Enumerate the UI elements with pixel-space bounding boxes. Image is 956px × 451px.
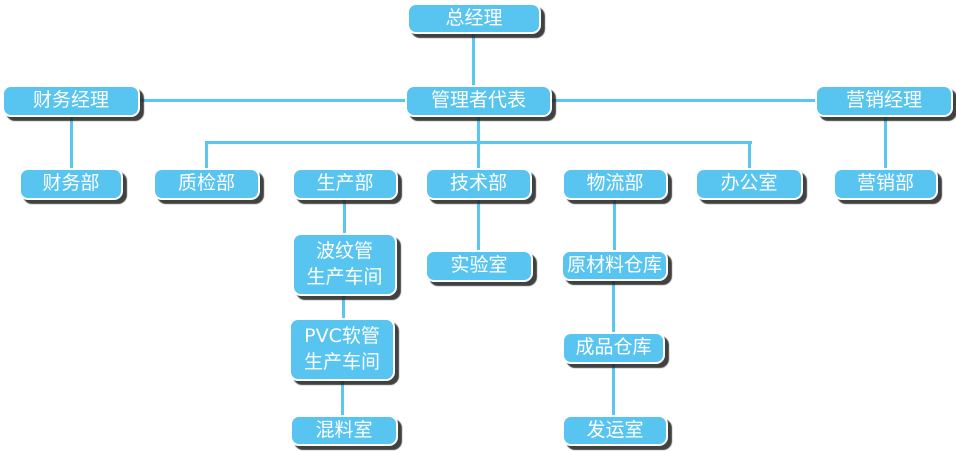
node-label: 质检部: [177, 172, 235, 195]
node-label: 总经理: [445, 6, 503, 29]
node-finance-dept: 财务部: [19, 168, 123, 200]
node-label: 营销经理: [845, 89, 922, 112]
node-office: 办公室: [695, 168, 803, 200]
node-label: 管理者代表: [430, 89, 526, 112]
connector-finance-mgr-to-dept: [70, 117, 73, 168]
node-laboratory: 实验室: [425, 250, 533, 282]
connector-branch-horizontal: [205, 141, 752, 144]
node-technical-dept: 技术部: [425, 168, 532, 200]
node-label: 财务部: [42, 172, 100, 195]
node-label-line1: 波纹管: [315, 239, 373, 262]
node-label: 发运室: [586, 418, 644, 441]
node-label: 原材料仓库: [566, 253, 662, 276]
node-quality-inspection-dept: 质检部: [153, 168, 260, 200]
connector-pvc-to-mixing: [341, 380, 344, 415]
node-logistics-dept: 物流部: [562, 168, 668, 200]
connector-general-to-rep: [472, 34, 475, 85]
node-management-representative: 管理者代表: [405, 85, 552, 117]
connector-technical-to-lab: [477, 200, 480, 250]
connector-logistics-to-raw: [613, 200, 616, 250]
connector-production-to-corrugated: [343, 200, 346, 233]
node-label: 物流部: [586, 172, 644, 195]
node-label: 成品仓库: [575, 336, 652, 359]
node-finance-manager: 财务经理: [2, 85, 140, 117]
node-label-line2: 生产车间: [306, 265, 383, 288]
node-label: 混料室: [315, 418, 373, 441]
node-label-line2: 生产车间: [303, 350, 380, 373]
connector-branch-to-office: [748, 141, 751, 168]
node-pvc-hose-workshop: PVC软管 生产车间: [289, 318, 395, 381]
node-marketing-manager: 营销经理: [815, 85, 953, 117]
connector-marketing-mgr-to-dept: [884, 117, 887, 168]
node-label: 办公室: [720, 172, 778, 195]
connector-corrugated-to-pvc: [342, 295, 345, 318]
node-label: 实验室: [450, 254, 508, 277]
connector-raw-to-finished: [612, 281, 615, 332]
connector-finished-to-shipping: [612, 363, 615, 415]
connector-rep-to-marketing-mgr: [552, 99, 815, 102]
node-finished-goods-warehouse: 成品仓库: [562, 332, 665, 364]
node-label: 财务经理: [32, 89, 109, 112]
node-label: 营销部: [856, 172, 914, 195]
node-corrugated-pipe-workshop: 波纹管 生产车间: [292, 233, 397, 296]
connector-rep-to-finance-mgr: [140, 99, 405, 102]
node-raw-material-warehouse: 原材料仓库: [561, 250, 668, 281]
node-general-manager: 总经理: [407, 3, 541, 34]
node-label-line1: PVC软管: [304, 324, 380, 347]
node-mixing-room: 混料室: [290, 415, 398, 446]
node-marketing-dept: 营销部: [833, 168, 938, 200]
node-shipping-room: 发运室: [562, 415, 668, 446]
node-label: 技术部: [449, 172, 507, 195]
node-production-dept: 生产部: [292, 168, 398, 200]
node-label: 生产部: [316, 172, 374, 195]
connector-branch-to-quality: [205, 141, 208, 168]
